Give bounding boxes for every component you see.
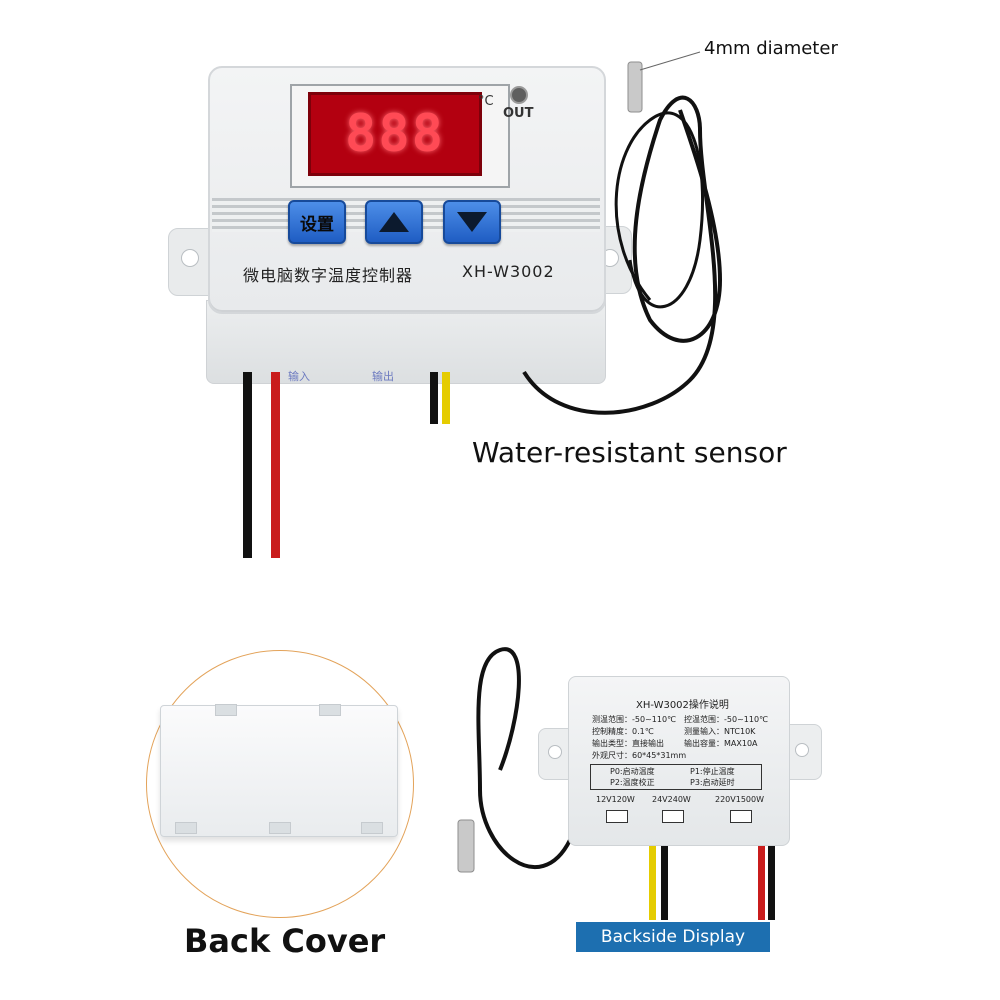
sensor-caption: Water-resistant sensor bbox=[472, 436, 787, 469]
param-box bbox=[590, 764, 762, 790]
param-p1: P1:停止温度 bbox=[690, 767, 735, 776]
model-code: XH-W3002 bbox=[462, 262, 555, 281]
model-name-cn: 微电脑数字温度控制器 bbox=[243, 266, 414, 285]
sensor-cable-loop bbox=[614, 111, 704, 309]
up-button[interactable] bbox=[365, 200, 423, 244]
backside-black-wire-2 bbox=[768, 840, 775, 920]
param-p3: P3:启动延时 bbox=[690, 778, 735, 787]
backside-title: XH-W3002操作说明 bbox=[636, 700, 729, 711]
black-input-wire bbox=[243, 372, 252, 558]
jumper-pad-24v bbox=[662, 810, 684, 823]
cover-tab bbox=[269, 822, 291, 834]
cover-tab bbox=[175, 822, 197, 834]
yellow-output-wire bbox=[442, 372, 450, 424]
unit-body bbox=[206, 300, 606, 384]
sensor-cable bbox=[522, 95, 723, 415]
spec-dimensions: 外观尺寸：60*45*31mm bbox=[592, 751, 687, 760]
input-port-label: 输入 bbox=[288, 370, 310, 383]
diameter-callout-line bbox=[639, 51, 701, 71]
backside-wiring bbox=[457, 647, 775, 920]
triangle-up-icon bbox=[379, 212, 409, 232]
spec-measure-range: 测温范围：-50~110℃ bbox=[592, 715, 677, 724]
backside-black-wire bbox=[661, 840, 668, 920]
output-port-label: 输出 bbox=[372, 370, 394, 383]
sensor-probe bbox=[627, 61, 643, 113]
set-button-label: 设置 bbox=[300, 214, 334, 235]
back-cover-circle bbox=[146, 650, 414, 918]
left-ear-hole bbox=[181, 249, 199, 267]
temperature-readout: 888 bbox=[345, 104, 445, 164]
front-wiring bbox=[243, 51, 723, 558]
sensor-diameter-label: 4mm diameter bbox=[704, 38, 838, 59]
down-button[interactable] bbox=[443, 200, 501, 244]
backside-right-ear-hole bbox=[795, 743, 809, 757]
cover-tab bbox=[215, 704, 237, 716]
backside-sensor-probe bbox=[457, 819, 475, 873]
cover-tab bbox=[361, 822, 383, 834]
back-cover-caption: Back Cover bbox=[184, 922, 386, 960]
spec-output-type: 输出类型：直接输出 bbox=[592, 739, 664, 748]
celsius-label: °C bbox=[478, 94, 494, 109]
backside-red-wire bbox=[758, 840, 765, 920]
out-indicator-led bbox=[510, 86, 528, 104]
out-label: OUT bbox=[503, 106, 534, 121]
backside-left-ear-hole bbox=[548, 745, 562, 759]
power-rating-24v: 24V240W bbox=[652, 795, 691, 804]
triangle-down-icon bbox=[457, 212, 487, 232]
backside-display-badge: Backside Display bbox=[576, 922, 770, 952]
power-rating-12v: 12V120W bbox=[596, 795, 635, 804]
black-output-wire bbox=[430, 372, 438, 424]
spec-input: 测量输入：NTC10K bbox=[684, 727, 756, 736]
param-p0: P0:启动温度 bbox=[610, 767, 655, 776]
jumper-pad-220v bbox=[730, 810, 752, 823]
jumper-pad-12v bbox=[606, 810, 628, 823]
red-input-wire bbox=[271, 372, 280, 558]
power-rating-220v: 220V1500W bbox=[715, 795, 765, 804]
spec-control-range: 控温范围：-50~110℃ bbox=[684, 715, 769, 724]
backside-yellow-wire bbox=[649, 840, 656, 920]
spec-output-capacity: 输出容量：MAX10A bbox=[684, 739, 758, 748]
backside-display-caption: Backside Display bbox=[600, 927, 746, 947]
set-button[interactable]: 设置 bbox=[288, 200, 346, 244]
param-p2: P2:温度校正 bbox=[610, 778, 655, 787]
backside-sensor-cable bbox=[476, 647, 572, 870]
back-cover-plate bbox=[160, 704, 398, 837]
spec-precision: 控制精度：0.1℃ bbox=[592, 727, 654, 736]
cover-tab bbox=[319, 704, 341, 716]
led-display: 888 bbox=[308, 92, 482, 176]
